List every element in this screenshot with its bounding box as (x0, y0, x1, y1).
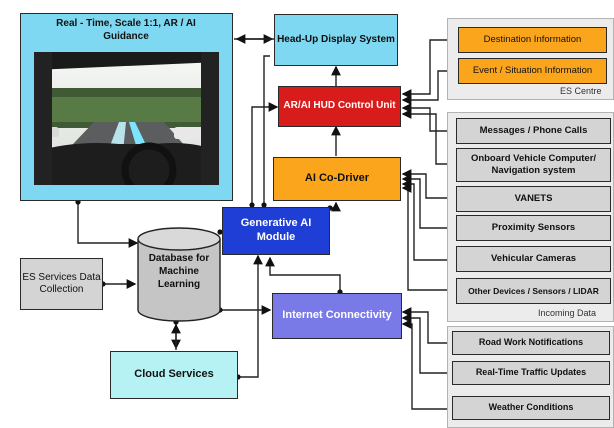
es-centre-caption: ES Centre (560, 86, 602, 96)
es-centre-item: Event / Situation Information (458, 58, 607, 84)
incoming-item: Other Devices / Sensors / LIDAR (456, 278, 611, 304)
internet-feed-item: Road Work Notifications (452, 331, 610, 355)
es-centre-item-label: Destination Information (483, 34, 582, 46)
cloud-node: Cloud Services (110, 351, 238, 399)
incoming-item-label: Messages / Phone Calls (479, 125, 588, 137)
incoming-item: Onboard Vehicle Computer/ Navigation sys… (456, 148, 611, 182)
incoming-item: Vehicular Cameras (456, 246, 611, 272)
internet-feed-item-label: Road Work Notifications (478, 337, 584, 348)
hud-control-node: AR/AI HUD Control Unit (278, 86, 401, 127)
hud-system-label: Head-Up Display System (277, 33, 395, 45)
es-centre-item-label: Event / Situation Information (472, 65, 593, 77)
driving-view-image (34, 52, 219, 185)
hud-system-node: Head-Up Display System (274, 14, 398, 66)
codriver-label: AI Co-Driver (304, 172, 370, 185)
database-label: Database for Machine Learning (148, 253, 210, 290)
cloud-label: Cloud Services (134, 368, 214, 381)
incoming-item: VANETS (456, 186, 611, 212)
internet-feed-item: Weather Conditions (452, 396, 610, 420)
internet-feed-item-label: Weather Conditions (488, 402, 574, 413)
incoming-item-label: Other Devices / Sensors / LIDAR (468, 285, 599, 296)
internet-label: Internet Connectivity (282, 309, 392, 322)
incoming-item-label: Vehicular Cameras (490, 253, 577, 265)
hud-control-label: AR/AI HUD Control Unit (283, 100, 396, 112)
internet-feed-item: Real-Time Traffic Updates (452, 361, 610, 385)
es-services-node: ES Services Data Collection (20, 258, 103, 310)
es-centre-item: Destination Information (458, 27, 607, 53)
incoming-item: Messages / Phone Calls (456, 118, 611, 144)
incoming-data-caption: Incoming Data (538, 308, 597, 318)
incoming-item-label: Onboard Vehicle Computer/ Navigation sys… (470, 153, 597, 176)
incoming-item: Proximity Sensors (456, 215, 611, 241)
internet-feed-item-label: Real-Time Traffic Updates (475, 367, 587, 378)
database-node: Database for Machine Learning (137, 227, 221, 322)
internet-node: Internet Connectivity (272, 293, 402, 339)
display-title: Real - Time, Scale 1:1, AR / AI Guidance (56, 18, 196, 42)
incoming-item-label: Proximity Sensors (491, 222, 576, 234)
es-services-label: ES Services Data Collection (22, 271, 101, 296)
database-cylinder-icon (137, 227, 221, 322)
ar-display-screen: Real - Time, Scale 1:1, AR / AI Guidance (20, 13, 233, 201)
codriver-node: AI Co-Driver (273, 157, 401, 201)
genai-label: Generative AI Module (240, 217, 312, 243)
genai-node: Generative AI Module (222, 207, 330, 255)
incoming-item-label: VANETS (514, 193, 553, 205)
